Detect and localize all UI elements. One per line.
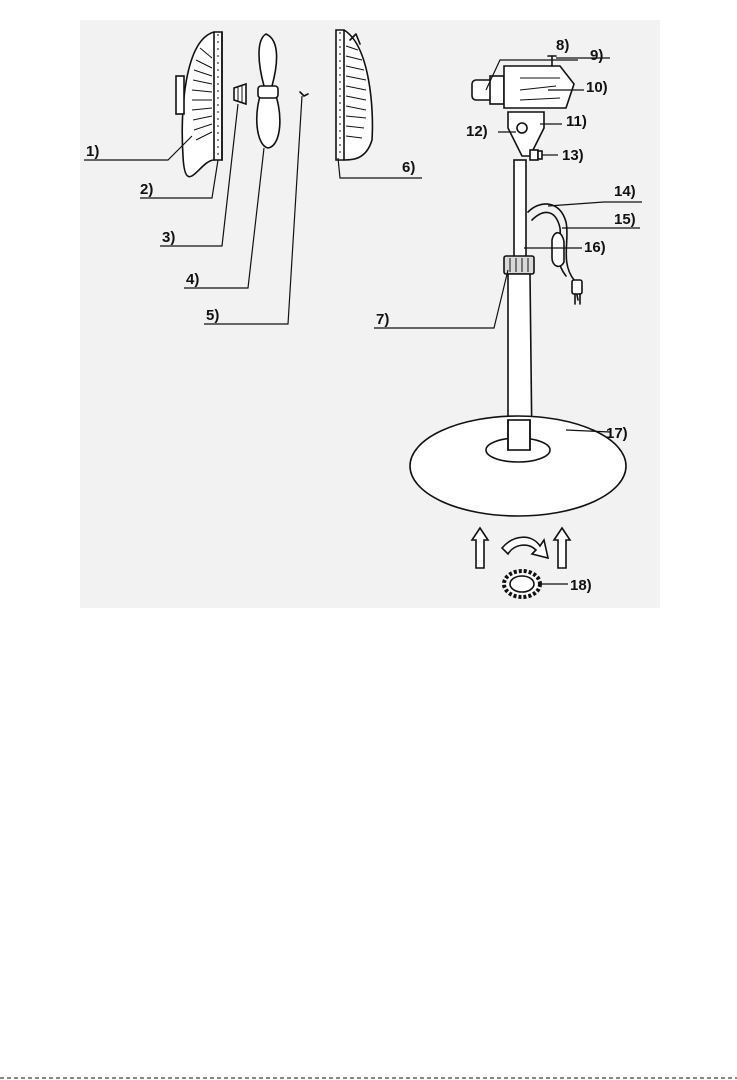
label-1: 1) bbox=[86, 143, 99, 160]
base-nut bbox=[504, 571, 540, 597]
label-15: 15) bbox=[614, 211, 636, 228]
label-7: 7) bbox=[376, 311, 389, 328]
label-14: 14) bbox=[614, 183, 636, 200]
fan-blade bbox=[257, 34, 280, 148]
spinner-nut bbox=[234, 84, 246, 104]
label-9: 9) bbox=[590, 47, 603, 64]
label-17: 17) bbox=[606, 425, 628, 442]
height-lock-collar bbox=[504, 256, 534, 274]
label-11: 11) bbox=[566, 113, 587, 130]
label-4: 4) bbox=[186, 271, 199, 288]
label-3: 3) bbox=[162, 229, 175, 246]
label-16: 16) bbox=[584, 239, 606, 256]
label-13: 13) bbox=[562, 147, 584, 164]
label-6: 6) bbox=[402, 159, 415, 176]
label-2: 2) bbox=[140, 181, 153, 198]
label-8: 8) bbox=[556, 37, 569, 54]
label-10: 10) bbox=[586, 79, 608, 96]
upper-pole bbox=[514, 160, 526, 260]
label-12: 12) bbox=[466, 123, 488, 140]
label-18: 18) bbox=[570, 577, 592, 594]
label-5: 5) bbox=[206, 307, 219, 324]
